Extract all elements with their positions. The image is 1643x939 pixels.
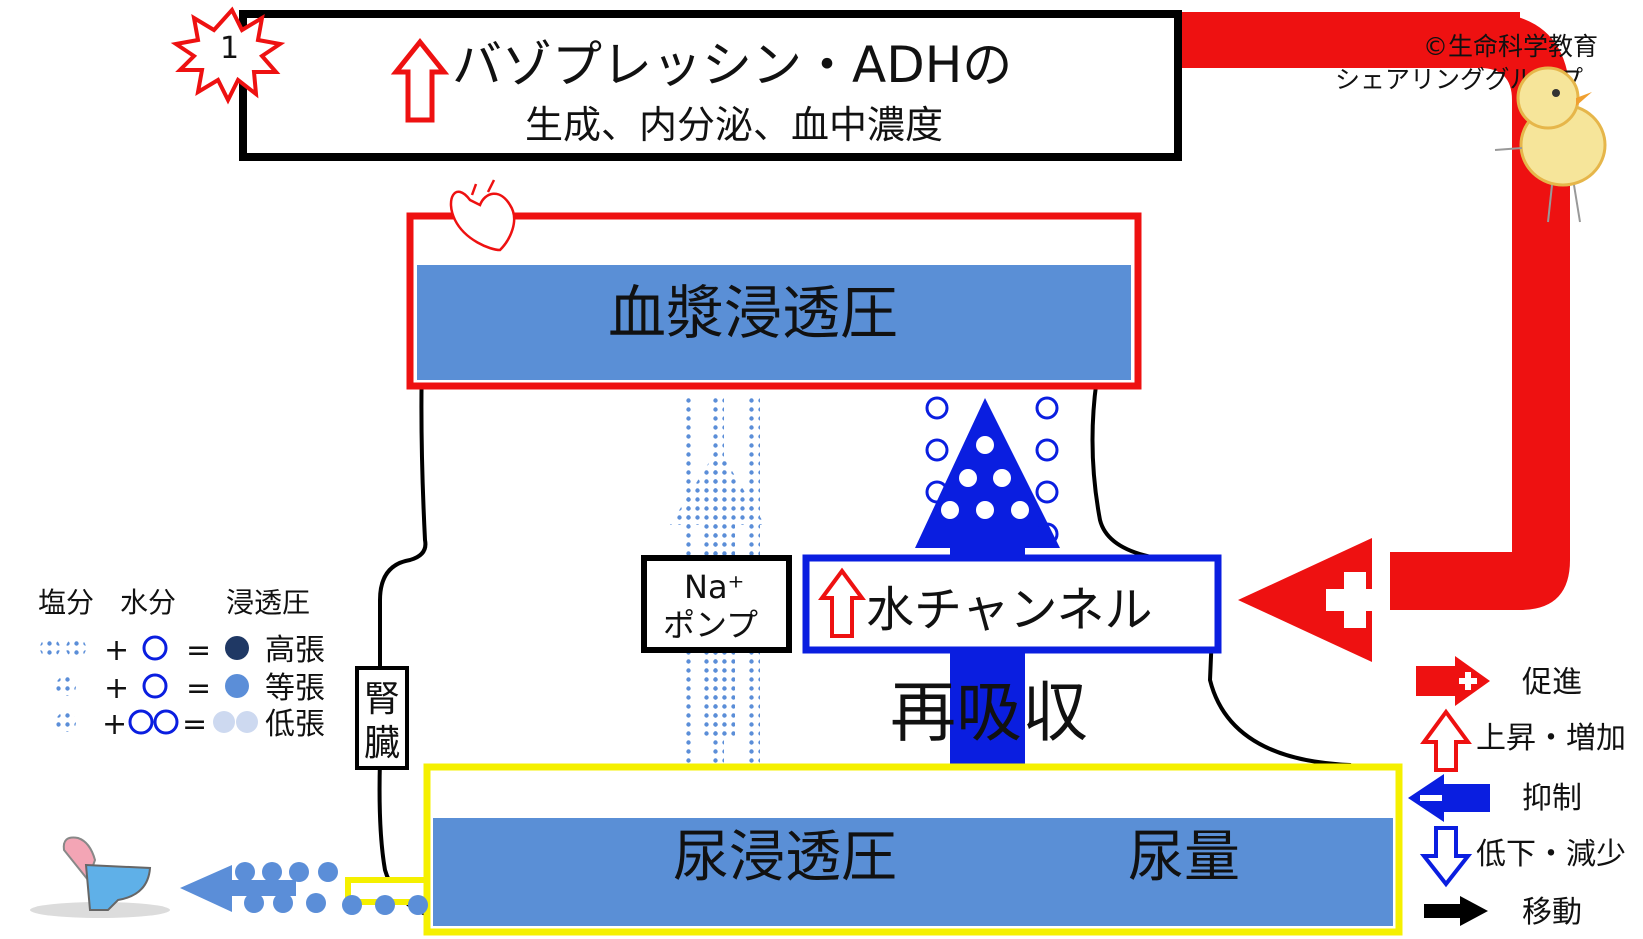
step-badge-number: 1 — [220, 31, 239, 66]
legend-isotonic-label: 等張 — [265, 671, 325, 706]
header-title: バゾプレッシン・ADHの — [452, 36, 1012, 94]
water-circle-icon — [142, 635, 168, 661]
plasma-box: 血漿浸透圧 — [406, 212, 1142, 390]
hypertonic-dot-icon — [225, 636, 249, 660]
urine-box: 尿浸透圧 尿量 — [423, 763, 1403, 936]
symbol-legend: 促進 上昇・増加 抑制 低下・減少 移動 — [1408, 656, 1626, 930]
legend-header-osmotic: 浸透圧 — [226, 586, 310, 619]
urine-outflow-arrow — [180, 862, 428, 915]
heart-icon — [449, 179, 516, 252]
na-pump-line2: ポンプ — [663, 606, 758, 644]
legend-hypotonic-label: 低張 — [265, 707, 325, 742]
header-box: バゾプレッシン・ADHの 生成、内分泌、血中濃度 — [239, 10, 1182, 161]
move-arrow-icon — [1424, 896, 1488, 926]
feedback-loop-arrow — [1180, 12, 1570, 662]
legend-decrease-label: 低下・減少 — [1476, 837, 1626, 872]
toilet-icon — [30, 836, 170, 918]
promote-arrow-icon — [1416, 656, 1490, 706]
kidney-char1: 腎 — [364, 679, 400, 720]
increase-arrow-icon — [390, 37, 450, 123]
water-channel-label: 水チャンネル — [866, 582, 1153, 638]
legend-promote-label: 促進 — [1522, 665, 1582, 700]
na-pump-box: Na⁺ ポンプ — [641, 555, 792, 653]
legend-inhibit-label: 抑制 — [1522, 781, 1582, 816]
isotonic-dot-icon — [225, 674, 249, 698]
decrease-arrow-icon — [1419, 826, 1473, 888]
legend-equals: = — [186, 671, 211, 706]
increase-arrow-icon — [818, 567, 866, 638]
legend-plus: + — [104, 671, 129, 706]
reabsorption-label: 再吸収 — [890, 674, 1088, 751]
chick-icon — [1494, 66, 1607, 223]
header-subtitle: 生成、内分泌、血中濃度 — [525, 103, 943, 147]
legend-move-label: 移動 — [1522, 895, 1582, 930]
legend-header-salt: 塩分 — [38, 586, 94, 619]
legend-equals: = — [182, 707, 207, 742]
urine-volume-label: 尿量 — [1128, 825, 1240, 890]
legend-hypertonic-label: 高張 — [265, 633, 325, 668]
legend-equals: = — [186, 633, 211, 668]
na-pump-line1: Na⁺ — [684, 568, 744, 606]
copyright-line1: ©生命科学教育 — [1423, 32, 1598, 61]
legend-header-water: 水分 — [120, 586, 176, 619]
legend-increase-label: 上昇・増加 — [1476, 721, 1626, 756]
legend-plus: + — [102, 707, 127, 742]
hypotonic-dot-icon — [213, 711, 235, 733]
plasma-osmotic-label: 血漿浸透圧 — [608, 279, 898, 347]
kidney-label-box: 腎 臓 — [355, 666, 409, 770]
water-channel-box: 水チャンネル — [802, 554, 1222, 654]
legend-plus: + — [104, 633, 129, 668]
salt-dot-icon — [40, 638, 60, 658]
inhibit-arrow-icon — [1408, 774, 1490, 822]
urine-osmotic-label: 尿浸透圧 — [673, 825, 897, 890]
kidney-char2: 臓 — [364, 723, 400, 764]
step-badge: 1 — [170, 6, 286, 105]
osmo-legend: 塩分 水分 浸透圧 + = 高張 + = 等張 + = 低張 — [38, 586, 325, 742]
increase-arrow-icon — [1420, 708, 1472, 772]
